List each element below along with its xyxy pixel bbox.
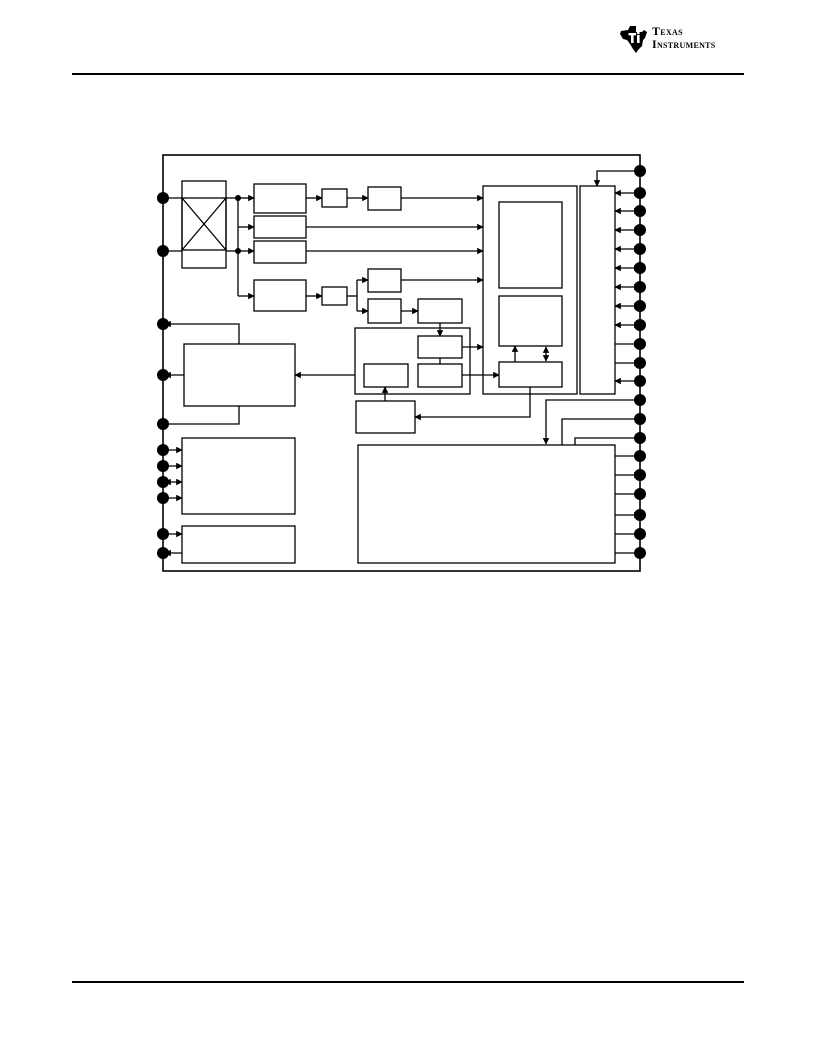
pin xyxy=(634,432,646,444)
mid-block-4 xyxy=(417,298,463,324)
junction-dot xyxy=(235,248,241,254)
pin xyxy=(157,492,169,504)
wire-pin-to-periph-1 xyxy=(542,399,640,445)
chain-block-2 xyxy=(253,215,307,239)
mid-block-1 xyxy=(367,186,402,211)
wire-core-to-aux xyxy=(414,387,531,421)
mid-block-2 xyxy=(367,268,402,293)
small-block-1 xyxy=(321,188,348,208)
pin xyxy=(634,205,646,217)
pin xyxy=(634,281,646,293)
brand-line-2: Instruments xyxy=(652,37,716,51)
ti-logo-icon xyxy=(620,26,647,53)
pin xyxy=(634,243,646,255)
ti-logo-wordmark: Texas Instruments xyxy=(652,25,716,51)
header-rule xyxy=(72,73,744,75)
pin xyxy=(157,369,169,381)
aux-block xyxy=(355,400,416,434)
junction-dot xyxy=(235,195,241,201)
input-mux-cross-box xyxy=(181,197,227,251)
core-block xyxy=(482,185,578,395)
peripheral-block xyxy=(357,444,616,564)
pin xyxy=(157,528,169,540)
pin xyxy=(157,476,169,488)
wire-supply-top xyxy=(164,320,240,344)
pin xyxy=(634,338,646,350)
pin xyxy=(157,460,169,472)
core-memory-1 xyxy=(498,201,563,289)
wire-pin-to-periph-2 xyxy=(561,418,640,445)
pin xyxy=(634,509,646,521)
pin xyxy=(157,547,169,559)
core-memory-2 xyxy=(498,295,563,347)
supply-block xyxy=(183,343,296,407)
pin xyxy=(157,318,169,330)
pin xyxy=(634,547,646,559)
brand-line-1: Texas xyxy=(652,24,683,38)
footer-rule xyxy=(72,981,744,983)
chain-block-3 xyxy=(253,240,307,264)
pin xyxy=(634,528,646,540)
pin xyxy=(634,165,646,177)
wire-pin-to-periph-3 xyxy=(574,437,640,445)
pin xyxy=(157,192,169,204)
proc-block-a xyxy=(417,335,463,359)
ti-logo: Texas Instruments xyxy=(618,22,748,56)
wire-supply-bottom xyxy=(163,406,240,425)
pin xyxy=(634,357,646,369)
pin xyxy=(634,450,646,462)
proc-block-c xyxy=(363,363,409,388)
pin xyxy=(634,319,646,331)
pin xyxy=(634,300,646,312)
pin xyxy=(634,413,646,425)
pin xyxy=(634,375,646,387)
pin xyxy=(634,469,646,481)
processing-group xyxy=(354,327,471,395)
mid-block-3 xyxy=(367,298,402,324)
core-controller xyxy=(498,361,563,388)
small-block-2 xyxy=(321,286,348,306)
chain-block-4 xyxy=(253,279,307,312)
chip-boundary xyxy=(162,154,641,572)
pin xyxy=(634,394,646,406)
pin xyxy=(157,418,169,430)
interface-block-2 xyxy=(181,525,296,564)
proc-block-b xyxy=(417,363,463,388)
io-bus-block xyxy=(579,185,616,395)
pin xyxy=(157,245,169,257)
pin xyxy=(634,488,646,500)
interface-block-1 xyxy=(181,437,296,515)
wire-top-pin-feed xyxy=(593,170,640,187)
chain-block-1 xyxy=(253,183,307,214)
pin xyxy=(634,187,646,199)
pin xyxy=(634,262,646,274)
mux-cross-line-b xyxy=(181,197,227,251)
pin xyxy=(157,444,169,456)
pin xyxy=(634,224,646,236)
